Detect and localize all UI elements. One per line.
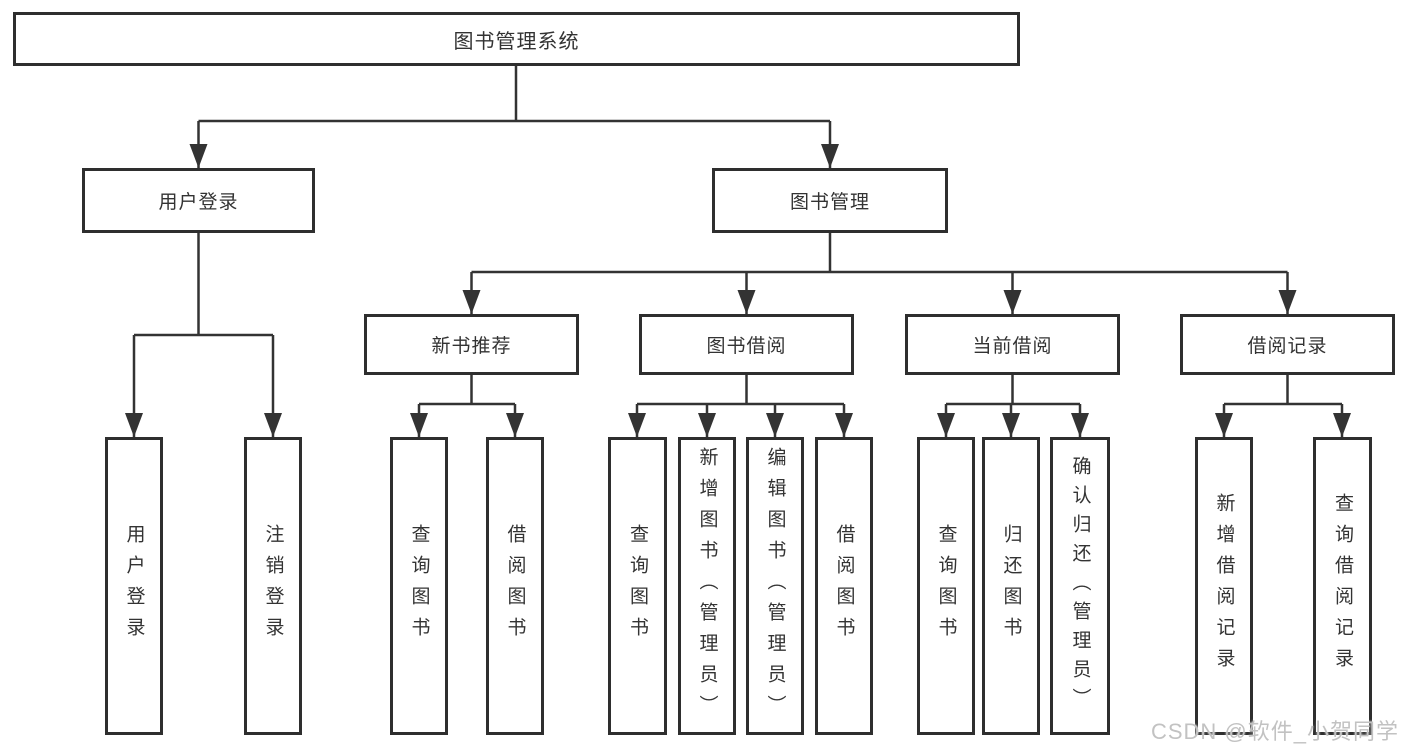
node-borrow-record: 借阅记录: [1180, 314, 1395, 375]
leaf-label: 查询图书: [408, 524, 430, 648]
leaf-label: 查询图书: [627, 524, 648, 648]
leaf-edit-books-admin: 编辑图书（管理员）: [746, 437, 804, 735]
leaf-query-books: 查询图书: [917, 437, 975, 735]
node-new-book-recommend: 新书推荐: [364, 314, 579, 375]
leaf-borrow-books: 借阅图书: [486, 437, 544, 735]
watermark-text: CSDN @软件_小贺同学: [1150, 719, 1399, 744]
leaf-query-borrow-record: 查询借阅记录: [1313, 437, 1372, 735]
leaf-label: 确认归还（管理员）: [1069, 455, 1091, 717]
connector-rails: [134, 66, 1342, 406]
leaf-label: 注销登录: [262, 524, 284, 648]
leaf-user-login: 用户登录: [105, 437, 163, 735]
leaf-label: 借阅图书: [833, 524, 855, 648]
leaf-return-books: 归还图书: [982, 437, 1040, 735]
node-book-management: 图书管理: [712, 168, 948, 233]
leaf-query-books: 查询图书: [390, 437, 448, 735]
leaf-label: 新增借阅记录: [1213, 493, 1235, 679]
node-book-borrow: 图书借阅: [639, 314, 854, 375]
leaf-label: 查询图书: [935, 524, 957, 648]
node-label: 当前借阅: [972, 336, 1053, 357]
node-current-borrow: 当前借阅: [905, 314, 1120, 375]
leaf-label: 新增图书（管理员）: [696, 446, 718, 726]
leaf-label: 用户登录: [123, 524, 145, 648]
leaf-logout: 注销登录: [244, 437, 302, 735]
node-label: 新书推荐: [431, 336, 512, 357]
leaf-label: 编辑图书（管理员）: [764, 446, 786, 726]
leaf-add-books-admin: 新增图书（管理员）: [678, 437, 736, 735]
node-label: 图书管理系统: [453, 30, 580, 53]
node-label: 用户登录: [158, 192, 239, 213]
leaf-borrow-books: 借阅图书: [815, 437, 873, 735]
leaf-query-books: 查询图书: [608, 437, 667, 735]
leaf-confirm-return-admin: 确认归还（管理员）: [1050, 437, 1110, 735]
node-user-login: 用户登录: [82, 168, 315, 233]
leaf-add-borrow-record: 新增借阅记录: [1195, 437, 1253, 735]
node-label: 借阅记录: [1247, 336, 1328, 357]
leaf-label: 借阅图书: [504, 524, 526, 648]
node-label: 图书借阅: [706, 336, 787, 357]
node-label: 图书管理: [789, 192, 870, 213]
node-library-system: 图书管理系统: [13, 12, 1020, 66]
leaf-label: 查询借阅记录: [1332, 493, 1353, 679]
leaf-label: 归还图书: [1000, 524, 1022, 648]
